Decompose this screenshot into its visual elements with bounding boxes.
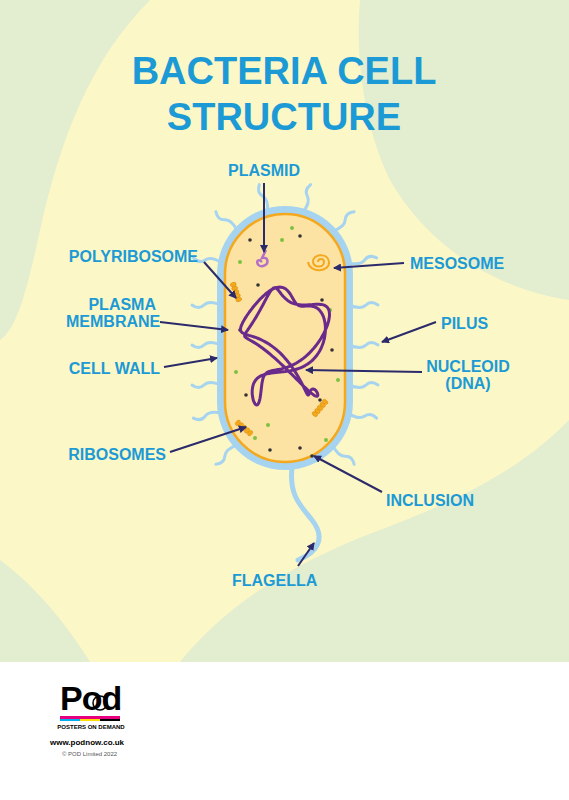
poster-title: BACTERIA CELL STRUCTURE [94, 48, 474, 140]
pilus [348, 413, 377, 418]
inclusion-dot [268, 448, 272, 452]
leader-line [334, 263, 404, 268]
pilus [349, 343, 378, 348]
part-label: RIBOSOMES [68, 446, 166, 463]
leader-line [170, 427, 246, 452]
leader-line [382, 322, 436, 342]
pilus [193, 412, 222, 419]
ground-blob [0, 560, 90, 662]
part-label: FLAGELLA [232, 572, 312, 589]
part-label: CELL WALL [69, 360, 160, 377]
pilus [216, 212, 238, 231]
leader-line [204, 262, 236, 298]
ribosome-dots [234, 226, 340, 458]
part-label: MESOSOME [410, 255, 504, 272]
leader-line [164, 358, 217, 367]
mesosome [308, 255, 329, 270]
part-label: PILUS [441, 315, 488, 332]
polyribosome-bead [247, 430, 254, 437]
pilus [192, 383, 221, 388]
inclusion-dot [298, 234, 302, 238]
inclusion-dot [256, 283, 260, 287]
ribosome-dot [324, 438, 328, 442]
pilus [192, 343, 221, 348]
nucleoid-dna [241, 287, 330, 405]
ribosome-dot [253, 436, 257, 440]
logo-tagline: POSTERS ON DEMAND [56, 724, 126, 731]
inclusion-dot [318, 398, 322, 402]
plasmid [257, 250, 267, 266]
ribosome-dot [290, 226, 294, 230]
inclusion-dot [298, 446, 302, 450]
inclusion-dot [244, 393, 248, 397]
leader-line [298, 543, 314, 566]
pilus [333, 212, 355, 231]
pilus [349, 303, 378, 308]
part-label: PLASMID [224, 162, 304, 179]
ribosome-dot [234, 370, 238, 374]
pilus [303, 185, 311, 213]
poster-ground [0, 0, 569, 662]
website: www.podnow.co.uk [50, 738, 124, 748]
pilus [192, 303, 221, 308]
ground-blob [180, 420, 569, 662]
ribosome-dot [336, 378, 340, 382]
plasma-membrane [225, 214, 345, 462]
part-label: PLASMA MEMBRANE [66, 296, 156, 330]
pilus [216, 445, 238, 464]
part-label: POLYRIBOSOME [69, 248, 198, 265]
leader-line [263, 183, 265, 252]
leader-line [314, 456, 382, 492]
ground-blob [0, 0, 150, 340]
pilus [349, 383, 378, 388]
part-label: INCLUSION [386, 492, 474, 509]
inclusion-dot [248, 238, 252, 242]
inclusion-dot [310, 454, 314, 458]
polyribosomes [230, 282, 329, 437]
ribosome-dot [280, 238, 284, 242]
leader-line [160, 322, 228, 330]
pilus [333, 445, 355, 464]
copyright: © POD Limited 2022 [62, 750, 117, 758]
leader-line [306, 370, 422, 372]
pilus [348, 256, 377, 263]
inclusion-dot [320, 298, 324, 302]
footer-ground [0, 662, 569, 800]
ribosome-dot [238, 260, 242, 264]
logo-text: Pod [60, 680, 121, 716]
part-label: NUCLEOID (DNA) [426, 358, 510, 392]
ground-blob [359, 0, 569, 300]
polyribosome-bead [322, 398, 329, 405]
flagellum [292, 468, 320, 560]
inclusion-dot [330, 348, 334, 352]
ribosome-dot [266, 423, 270, 427]
